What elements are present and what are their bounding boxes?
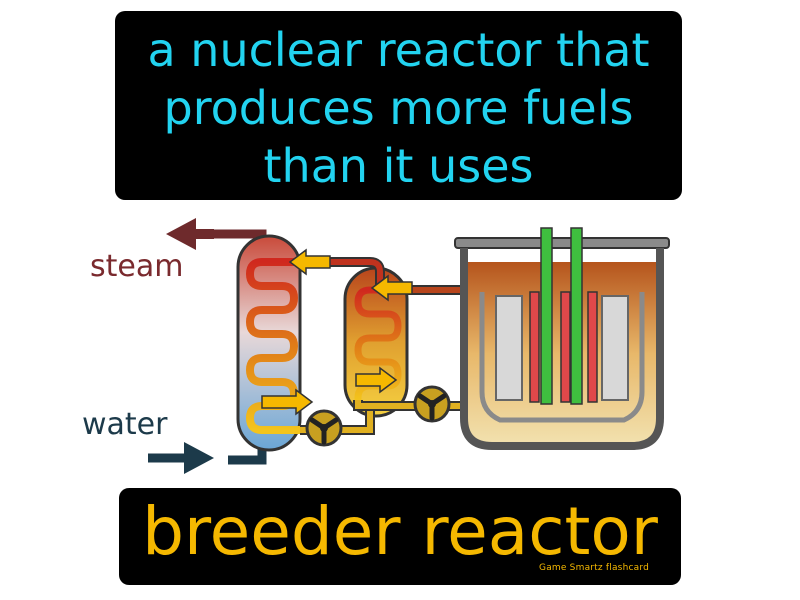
definition-line-2: produces more fuels (163, 80, 634, 135)
definition-line-1: a nuclear reactor that (147, 22, 650, 77)
flow-arrow-icon (288, 248, 331, 276)
water-label: water (82, 407, 168, 442)
pump-icon (305, 409, 343, 447)
heat-exchanger-coil (354, 286, 411, 404)
definition-line-3: than it uses (263, 138, 534, 193)
flow-arrow-icon (261, 388, 314, 416)
water-arrow-icon (148, 442, 267, 474)
term-title: breeder reactor (142, 493, 658, 570)
term-box: breeder reactor Game Smartz flashcard (119, 488, 681, 585)
control-rods (540, 227, 583, 405)
definition-box: a nuclear reactor that produces more fue… (115, 11, 682, 200)
steam-label: steam (90, 249, 184, 284)
flow-arrow-icon (370, 274, 413, 302)
credit-text: Game Smartz flashcard (539, 563, 649, 573)
fuel-rods (529, 291, 598, 403)
pump-icon (413, 385, 451, 423)
flow-arrow-icon (355, 366, 398, 394)
